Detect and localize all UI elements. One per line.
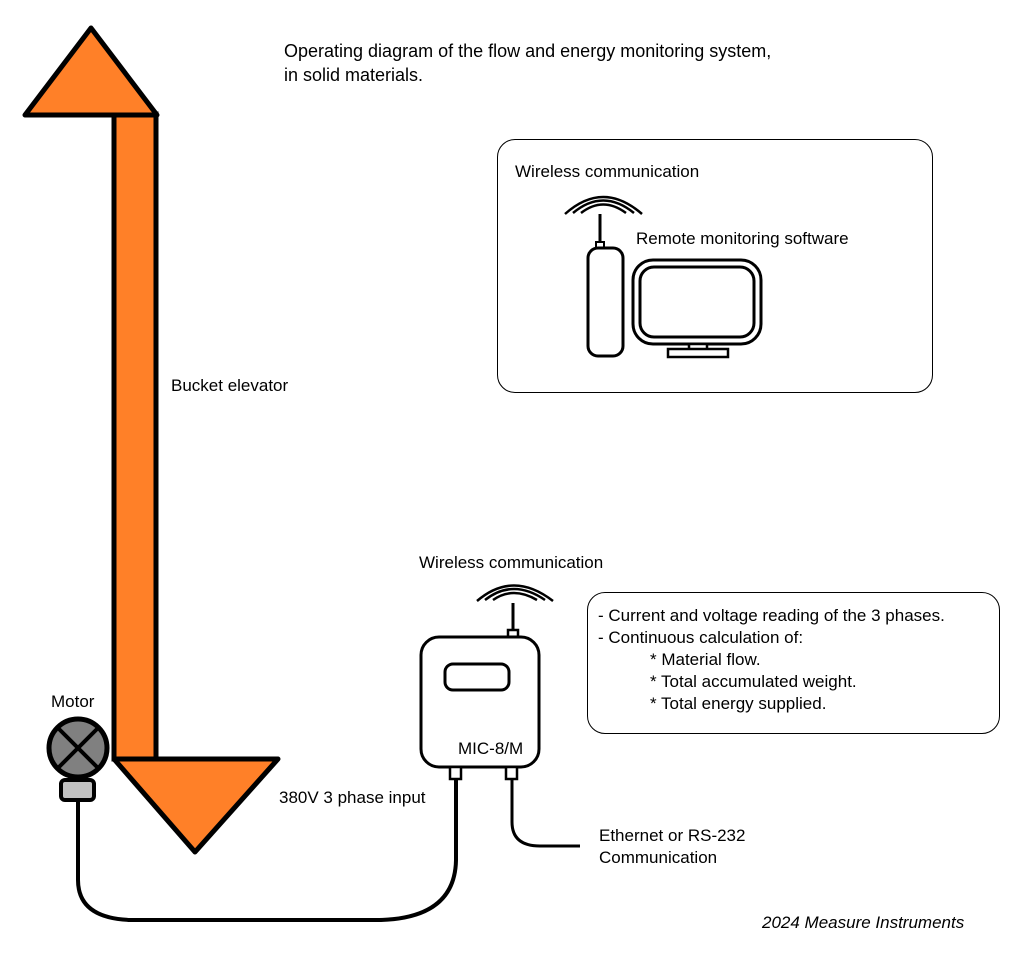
feature-sub-item: * Total accumulated weight. [650, 672, 857, 691]
device-wireless-label: Wireless communication [419, 553, 604, 572]
motor-label: Motor [51, 692, 95, 711]
title-line-2: in solid materials. [284, 65, 424, 85]
diagram-title: Operating diagram of the flow and energy… [284, 39, 771, 87]
monitor-icon [631, 258, 763, 359]
bucket-elevator-label: Bucket elevator [171, 376, 289, 395]
communication-cable [510, 778, 580, 848]
feature-item: - Current and voltage reading of the 3 p… [598, 606, 945, 625]
feature-sub-item: * Material flow. [650, 650, 761, 669]
elevator-down-arrow-icon [111, 756, 281, 855]
mic8m-device-icon [419, 603, 541, 781]
power-cable [76, 778, 458, 922]
feature-sub-item: * Total energy supplied. [650, 694, 827, 713]
footer-credit: 2024 Measure Instruments [762, 913, 965, 932]
title-line-1: Operating diagram of the flow and energy… [284, 41, 772, 61]
device-wireless-signal-icon [476, 584, 554, 602]
comm-label-line-1: Ethernet or RS-232 [599, 826, 746, 845]
remote-wireless-label: Wireless communication [515, 162, 700, 181]
feature-item: - Continuous calculation of: [598, 628, 804, 647]
features-panel [587, 592, 1000, 734]
antenna-modem-icon [586, 214, 625, 358]
device-model-label: MIC-8/M [458, 739, 524, 758]
motor-icon [46, 716, 110, 802]
remote-wireless-signal-icon [564, 195, 643, 215]
comm-label-line-2: Communication [599, 848, 718, 867]
power-input-label: 380V 3 phase input [279, 788, 426, 807]
elevator-up-arrow-icon [22, 25, 160, 762]
remote-monitoring-panel [497, 139, 933, 393]
remote-software-label: Remote monitoring software [636, 229, 849, 248]
